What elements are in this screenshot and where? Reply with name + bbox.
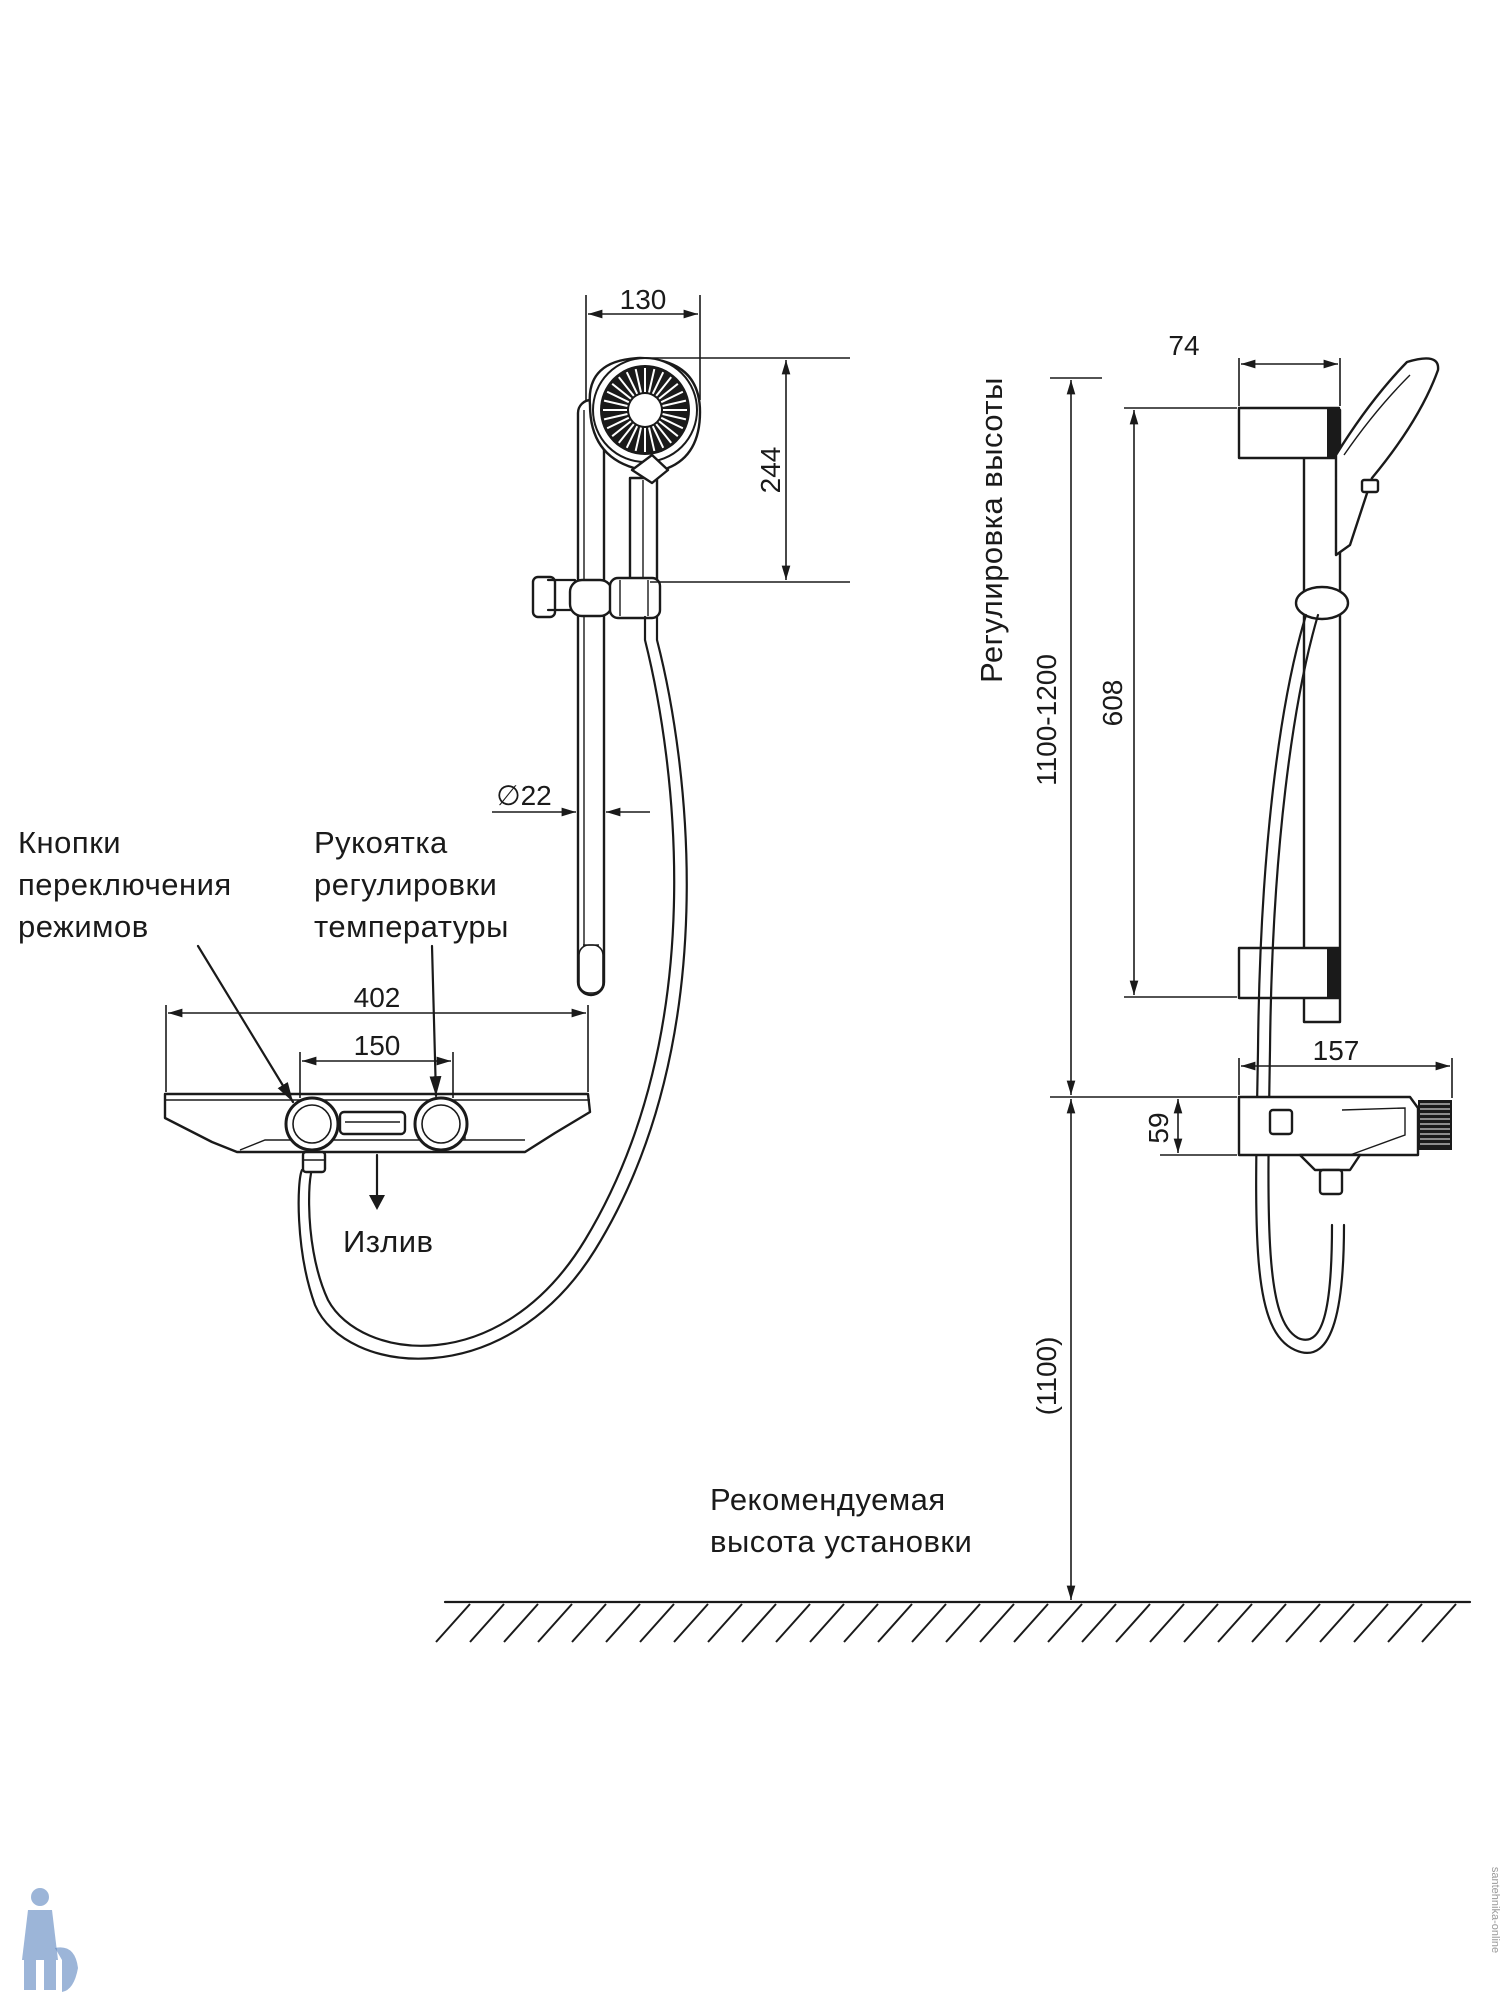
hand-shower-handle <box>628 476 659 588</box>
dim-shelf-depth: 157 <box>1238 1035 1453 1098</box>
spout-arrow <box>369 1153 385 1210</box>
label-height-adjust: Регулировка высоты <box>974 377 1009 683</box>
label-temperature-handle-line2: регулировки <box>314 867 497 902</box>
shower-hose <box>297 615 688 1360</box>
dim-shelf-width-text: 402 <box>354 982 401 1013</box>
dim-bar-length-text: 608 <box>1097 680 1128 727</box>
slider-holder <box>531 575 662 620</box>
dim-head-width-text: 130 <box>620 284 667 315</box>
side-top-bracket <box>1237 406 1341 460</box>
label-mode-buttons-line2: переключения <box>18 867 232 902</box>
dim-height-chain: 1100-1200 (1100) <box>1031 377 1160 1600</box>
label-temperature-handle-line1: Рукоятка <box>314 825 448 860</box>
plumber-logo <box>22 1888 78 1992</box>
side-view: 74 608 157 59 1100-12 <box>435 330 1472 1643</box>
leader-temperature-handle <box>429 944 442 1098</box>
slide-rail <box>576 398 606 997</box>
label-spout: Излив <box>343 1224 434 1259</box>
hand-shower-head <box>588 356 702 485</box>
label-temperature-handle-line3: температуры <box>314 909 509 944</box>
mode-buttons-knob <box>284 1096 340 1152</box>
label-mode-buttons-line1: Кнопки <box>18 825 121 860</box>
side-hose <box>1255 613 1346 1354</box>
hose-connector <box>301 1150 327 1174</box>
dim-rod-diameter-text: ∅22 <box>496 780 552 811</box>
label-temperature-handle: Рукоятка регулировки температуры <box>314 825 509 944</box>
dim-handles-spacing-text: 150 <box>354 1030 401 1061</box>
dim-bracket-depth-text: 74 <box>1168 330 1199 361</box>
dim-head-height: 244 <box>640 357 850 583</box>
thermostat-shelf <box>163 1092 592 1154</box>
dim-shelf-height: 59 <box>1143 1096 1237 1156</box>
side-watermark: santehnika-online <box>1489 1867 1500 1953</box>
side-shelf <box>1237 1095 1452 1196</box>
dim-height-adjust-text: 1100-1200 <box>1031 654 1062 786</box>
label-mode-buttons: Кнопки переключения режимов <box>18 825 241 944</box>
side-bottom-bracket <box>1237 946 1341 1000</box>
dim-head-width: 130 <box>585 284 701 400</box>
side-rail <box>1302 408 1342 1024</box>
leader-mode-buttons <box>196 944 295 1104</box>
dim-bar-length: 608 <box>1097 407 1237 998</box>
side-hand-shower <box>1294 357 1440 621</box>
dim-bracket-depth: 74 <box>1168 330 1341 406</box>
dim-install-height-text: (1100) <box>1031 1337 1062 1416</box>
temperature-handle-knob <box>413 1096 469 1152</box>
label-mode-buttons-line3: режимов <box>18 909 149 944</box>
label-recommended-height-line1: Рекомендуемая <box>710 1482 946 1517</box>
label-recommended-height-line2: высота установки <box>710 1524 972 1559</box>
dim-shelf-depth-text: 157 <box>1313 1035 1360 1066</box>
dim-head-height-text: 244 <box>755 447 786 494</box>
label-recommended-height: Рекомендуемая высота установки <box>710 1482 972 1559</box>
dim-handles-spacing: 150 <box>299 1030 454 1098</box>
front-view: 130 244 ∅22 402 150 <box>18 284 850 1360</box>
dim-shelf-height-text: 59 <box>1143 1112 1174 1143</box>
dim-rod-diameter: ∅22 <box>492 780 650 817</box>
floor-line <box>435 1600 1472 1643</box>
